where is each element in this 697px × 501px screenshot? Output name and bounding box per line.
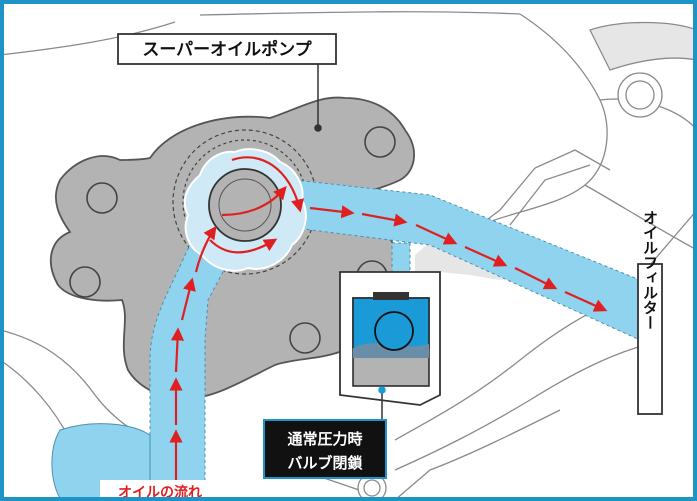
svg-text:スーパーオイルポンプ: スーパーオイルポンプ [142,39,312,60]
svg-text:通常圧力時: 通常圧力時 [287,430,362,448]
svg-text:バルブ閉鎖: バルブ閉鎖 [287,454,363,472]
oil-filter-label: オイルフィルター [637,210,663,415]
svg-text:オイルの流れ: オイルの流れ [118,484,202,501]
valve-status-label: 通常圧力時 バルブ閉鎖 [263,419,387,479]
flow-arrows [169,156,608,480]
relief-valve [339,271,441,406]
oil-flow-label: オイルの流れ [100,480,220,501]
pump-name-label: スーパーオイルポンプ [117,33,337,65]
svg-text:オイルフィルター: オイルフィルター [641,210,659,330]
